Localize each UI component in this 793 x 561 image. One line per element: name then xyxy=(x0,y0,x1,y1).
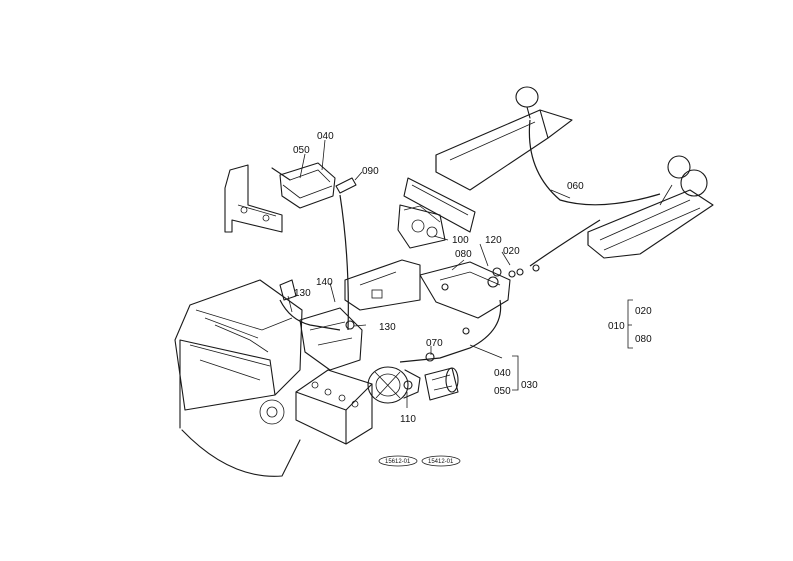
callout-130-lower: 130 xyxy=(379,322,396,333)
front-lamp-icon xyxy=(515,86,539,108)
lamp-harness-branch xyxy=(529,219,601,267)
leader-lines xyxy=(287,139,571,408)
battery xyxy=(295,369,373,445)
ref-stamp-2: 15412-01 xyxy=(421,455,461,467)
callout-020: 020 xyxy=(503,246,520,257)
callout-060: 060 xyxy=(567,181,584,192)
callout-050: 050 xyxy=(293,145,310,156)
callout-090: 090 xyxy=(362,166,379,177)
relay-bracket xyxy=(224,162,357,233)
callout-050-lower: 050 xyxy=(494,386,511,397)
wire-harness-main xyxy=(279,194,363,371)
relay-050 xyxy=(279,162,336,209)
bracket-030 xyxy=(512,355,519,391)
fittings xyxy=(345,264,540,390)
rear-lamp-left-icon xyxy=(667,155,691,179)
callout-040: 040 xyxy=(317,131,334,142)
ref-stamp-1: 15612-01 xyxy=(378,455,418,467)
lamp-harness-060 xyxy=(528,119,661,206)
ref-code-2: 15412-01 xyxy=(428,459,454,465)
legend-020: 020 xyxy=(635,306,652,317)
callout-040-lower: 040 xyxy=(494,368,511,379)
mounting-plate xyxy=(344,259,421,311)
callout-100: 100 xyxy=(452,235,469,246)
callout-130-upper: 130 xyxy=(294,288,311,299)
harness-junction xyxy=(399,261,516,363)
callout-080: 080 xyxy=(455,249,472,260)
engine-block xyxy=(174,279,303,477)
callout-110: 110 xyxy=(400,414,416,425)
legend-bracket xyxy=(627,299,633,349)
callout-140: 140 xyxy=(316,277,333,288)
ref-code-1: 15612-01 xyxy=(385,459,411,465)
rear-lamp-right-icon xyxy=(680,169,708,197)
instrument-panel xyxy=(397,177,476,249)
fuse-090 xyxy=(335,177,357,194)
starter-motor xyxy=(424,367,459,401)
work-light-arm xyxy=(435,86,573,191)
legend-010: 010 xyxy=(608,321,625,332)
alternator xyxy=(367,366,421,404)
callout-120: 120 xyxy=(485,235,502,246)
rear-lamp-arm xyxy=(587,155,714,259)
callout-070: 070 xyxy=(426,338,443,349)
callout-030: 030 xyxy=(521,380,538,391)
legend-080: 080 xyxy=(635,334,652,345)
